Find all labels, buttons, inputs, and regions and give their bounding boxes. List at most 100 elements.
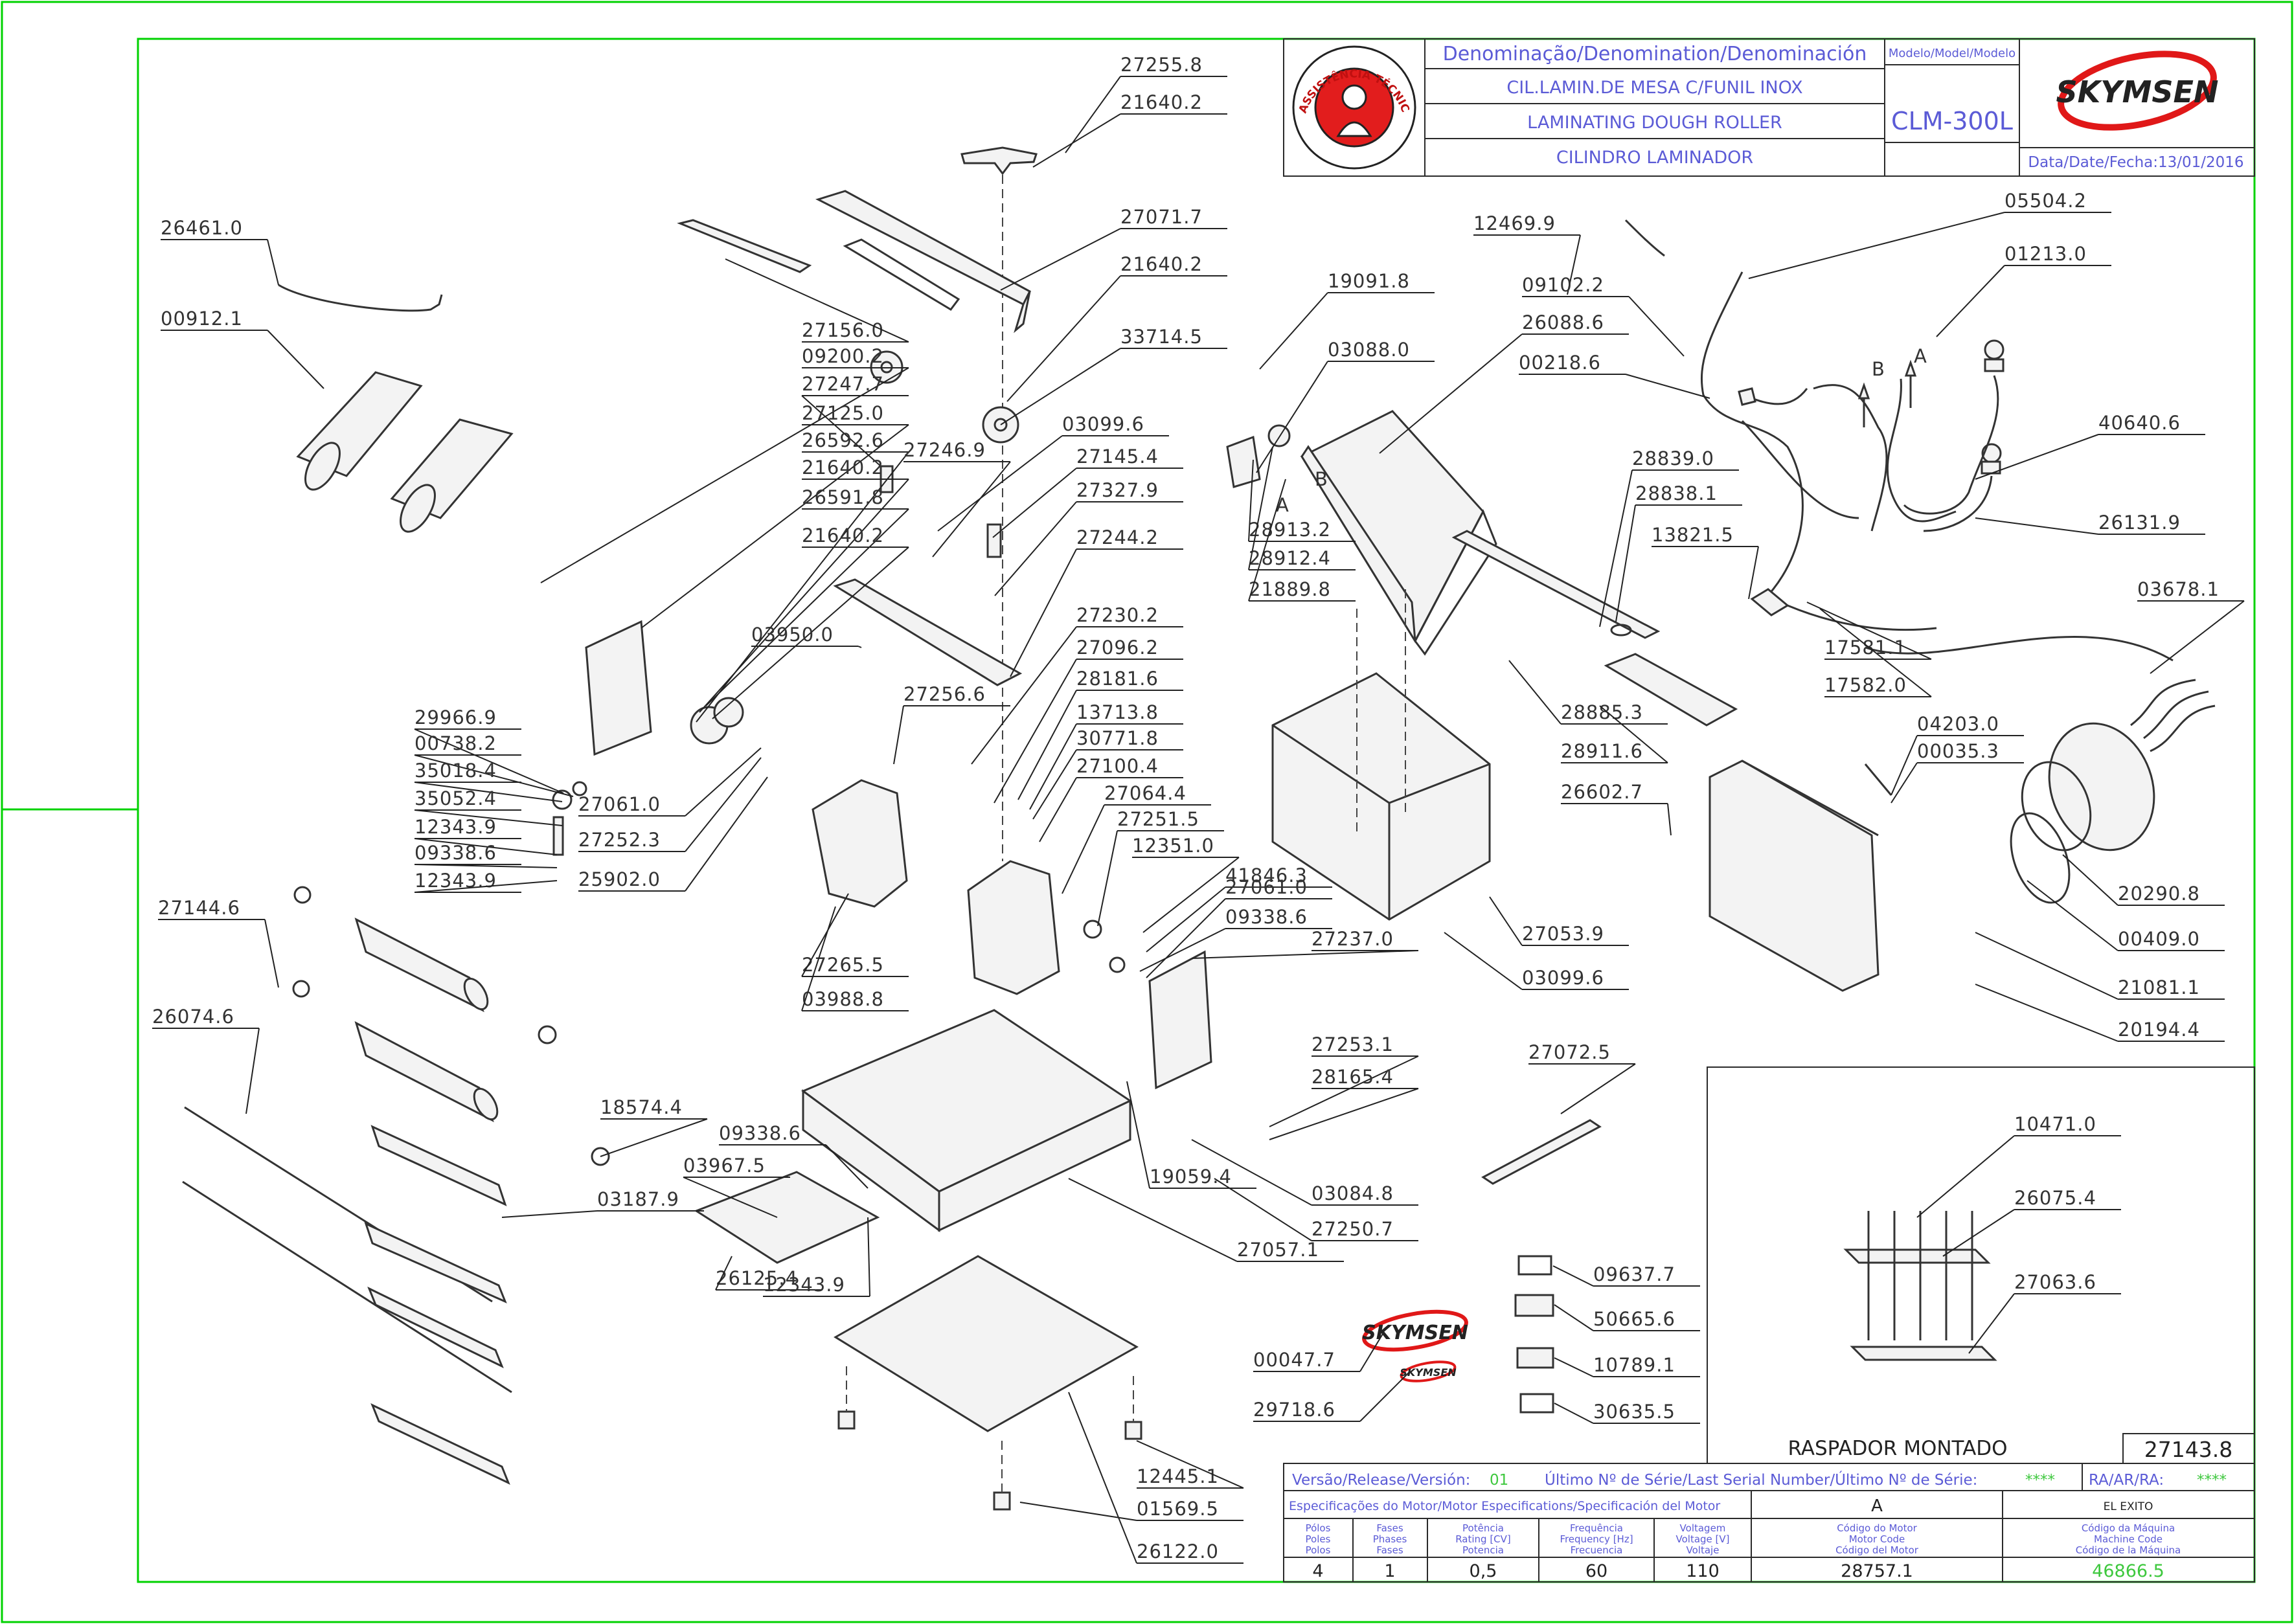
part-callout: 35052.4 — [414, 787, 563, 826]
leader-line — [414, 838, 558, 855]
part-number: 27145.4 — [1076, 445, 1159, 468]
part-number: 18574.4 — [600, 1096, 683, 1118]
svg-text:SKYMSEN: SKYMSEN — [1362, 1322, 1468, 1344]
part-callout: 27144.6 — [158, 897, 279, 988]
leader-line — [1269, 1055, 1419, 1127]
part-number: 12351.0 — [1132, 835, 1214, 857]
part-callout: 09338.6 — [719, 1122, 869, 1189]
leader-line — [1039, 777, 1077, 842]
leader-line — [1010, 548, 1077, 677]
part-number: 26592.6 — [802, 429, 884, 451]
spec-header: Rating [CV] — [1455, 1533, 1511, 1545]
leader-line — [1554, 1304, 1594, 1331]
part-number: 21081.1 — [2118, 976, 2200, 998]
leader-line — [501, 1210, 598, 1218]
part-callout: 28181.6 — [1017, 668, 1183, 800]
part-callout: 28839.0 — [1599, 447, 1739, 627]
leader-line — [1191, 1139, 1312, 1206]
part-number: 27250.7 — [1312, 1218, 1394, 1240]
scraper-assembly-box: RASPADOR MONTADO 27143.8 — [1707, 1066, 2255, 1464]
part-number: 03084.8 — [1312, 1182, 1394, 1204]
part-callout: 27057.1 — [1068, 1178, 1344, 1262]
part-number: 27125.0 — [802, 402, 884, 424]
part-callout: 27061.0 — [1146, 876, 1332, 978]
part-callout: 03988.8 — [801, 906, 909, 1011]
leader-line — [1628, 296, 1685, 357]
part-callout: 00738.2 — [414, 732, 574, 797]
leader-line — [1126, 1081, 1150, 1189]
svg-text:SKYMSEN: SKYMSEN — [1400, 1366, 1457, 1379]
part-callout: 28911.6 — [1561, 705, 1668, 763]
part-number: 13713.8 — [1076, 701, 1159, 723]
part-number: 12343.9 — [763, 1274, 845, 1296]
part-number: 26131.9 — [2098, 512, 2181, 534]
part-number: 10471.0 — [2014, 1113, 2096, 1135]
leader-line — [1916, 1135, 2015, 1218]
part-callout: 26131.9 — [1975, 512, 2205, 535]
part-number: 27057.1 — [1237, 1239, 1319, 1261]
part-callout: 00218.6 — [1519, 352, 1710, 399]
exploded-view-housing — [1226, 410, 1738, 921]
spec-header: Polos — [1306, 1544, 1331, 1556]
wire-label: B — [1872, 358, 1885, 380]
part-callout: 00912.1 — [161, 308, 324, 389]
spec-header: Fases — [1376, 1544, 1403, 1556]
leader-line — [1599, 469, 1633, 627]
part-number: 27064.4 — [1104, 782, 1187, 804]
part-number: 35018.4 — [415, 760, 497, 782]
leader-line — [1444, 932, 1523, 990]
part-callout: 13821.5 — [1652, 524, 1759, 600]
leader-line — [801, 893, 849, 977]
leader-line — [801, 906, 836, 1011]
leader-line — [641, 424, 909, 629]
part-number: 17581.1 — [1824, 637, 1907, 659]
part-number: 09102.2 — [1522, 274, 1604, 296]
part-number: 35052.4 — [415, 787, 497, 809]
part-callout: 03084.8 — [1191, 1139, 1418, 1206]
part-callout: 29966.9 — [414, 706, 564, 794]
leader-line — [1975, 517, 2099, 535]
spec-header: Voltage [V] — [1676, 1533, 1730, 1545]
part-callout: 28838.1 — [1615, 482, 1742, 622]
part-number: 26461.0 — [161, 217, 243, 239]
leader-line — [414, 782, 563, 802]
leader-line — [1748, 546, 1759, 600]
part-callout: 00035.3 — [1891, 740, 2024, 804]
name-portuguese: CIL.LAMIN.DE MESA C/FUNIL INOX — [1506, 78, 1802, 98]
part-number: 03099.6 — [1062, 413, 1144, 435]
leader-line — [2150, 600, 2245, 674]
part-number: 27256.6 — [903, 683, 986, 705]
leader-line — [2027, 880, 2118, 951]
leader-line — [1552, 1265, 1594, 1287]
spec-header: Código del Motor — [1835, 1544, 1919, 1556]
part-callout: 01213.0 — [1936, 243, 2111, 337]
leader-line — [1136, 1440, 1244, 1489]
leader-line — [1968, 1293, 2015, 1354]
part-number: 27053.9 — [1522, 923, 1604, 945]
part-callout: 12343.9 — [414, 816, 558, 855]
part-callout: 00047.7 — [1253, 1333, 1383, 1372]
spec-header: Pólos — [1306, 1522, 1331, 1534]
leader-line — [1567, 234, 1581, 295]
part-callout: 26591.8 — [705, 486, 909, 706]
part-callout: 27125.0 — [641, 402, 909, 629]
leader-line — [715, 1256, 732, 1291]
part-number: 28181.6 — [1076, 668, 1159, 690]
part-number: 27251.5 — [1117, 808, 1199, 830]
part-number: 27230.2 — [1076, 604, 1159, 626]
part-number: 26074.6 — [152, 1006, 234, 1028]
leader-line — [1819, 608, 1932, 697]
part-callout: 26075.4 — [1942, 1187, 2121, 1257]
part-callout: 26088.6 — [1379, 311, 1629, 454]
part-number: 27063.6 — [2014, 1271, 2096, 1293]
serial-value: **** — [2025, 1472, 2055, 1489]
part-number: 03088.0 — [1328, 339, 1410, 361]
part-callout: 21640.2 — [1032, 91, 1227, 168]
part-number: 40640.6 — [2098, 412, 2181, 434]
leader-line — [712, 547, 909, 719]
part-callout: 26074.6 — [152, 1006, 260, 1114]
part-callout: 27096.2 — [994, 637, 1183, 804]
part-callout: 28885.3 — [1508, 660, 1668, 725]
